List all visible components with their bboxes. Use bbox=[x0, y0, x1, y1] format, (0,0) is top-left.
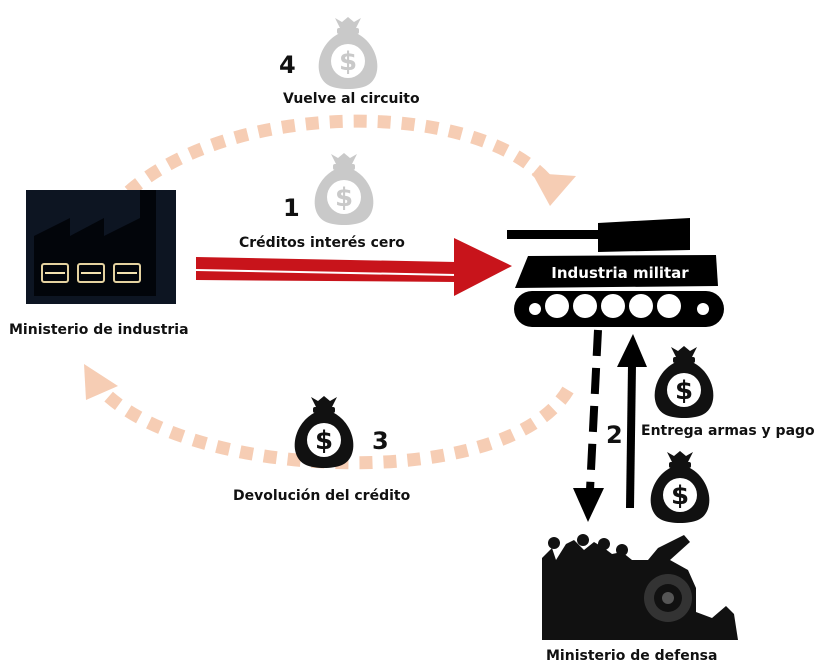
step-number-2: 2 bbox=[606, 421, 623, 449]
delivery-arrows bbox=[573, 329, 647, 522]
step-number-4: 4 bbox=[279, 51, 296, 79]
dollar-symbol: $ bbox=[335, 183, 353, 213]
payment-arrowhead bbox=[617, 334, 647, 367]
cycle-arrowhead-top bbox=[532, 173, 576, 206]
step-label-4: Vuelve al circuito bbox=[283, 91, 420, 107]
weapons-delivery-arrowhead bbox=[573, 488, 604, 522]
credit-arrow bbox=[196, 238, 512, 296]
step-label-2: Entrega armas y pago bbox=[641, 423, 815, 439]
soldiers-cannon-icon bbox=[542, 534, 738, 640]
defense-ministry-label: Ministerio de defensa bbox=[546, 648, 718, 664]
military-industry-label: Industria militar bbox=[551, 264, 689, 282]
payment-arrow bbox=[626, 364, 636, 509]
step-number-3: 3 bbox=[372, 427, 389, 455]
dollar-symbol: $ bbox=[315, 426, 333, 456]
tank-icon bbox=[507, 218, 724, 327]
dollar-symbol: $ bbox=[675, 376, 693, 406]
dollar-symbol: $ bbox=[339, 47, 357, 77]
step-label-1: Créditos interés cero bbox=[239, 235, 405, 251]
step-label-3: Devolución del crédito bbox=[233, 488, 411, 504]
factory-icon bbox=[26, 190, 176, 304]
dollar-symbol: $ bbox=[671, 481, 689, 511]
cycle-arc-top bbox=[92, 114, 553, 232]
cycle-arrowhead-bottom bbox=[84, 364, 118, 400]
industry-ministry-label: Ministerio de industria bbox=[9, 322, 189, 338]
step-number-1: 1 bbox=[283, 194, 300, 222]
weapons-delivery-arrow bbox=[586, 329, 602, 491]
